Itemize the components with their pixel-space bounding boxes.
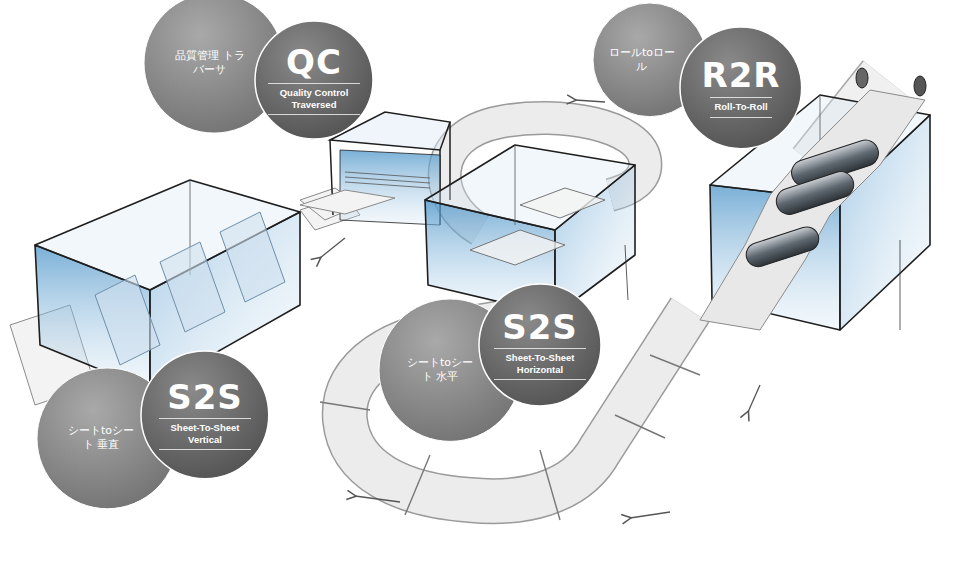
badge-label: シートtoシート 垂直: [63, 424, 139, 453]
process-badge: QCQuality Control Traversed: [254, 20, 374, 140]
text-holder: QCQuality Control Traversed: [254, 20, 374, 140]
badge-title: S2S: [502, 310, 578, 346]
badge-subtitle: Quality Control Traversed: [268, 83, 360, 115]
badge-title: R2R: [701, 58, 780, 94]
badge-label: 品質管理 トラバーサ: [172, 49, 248, 78]
badge-label: ロールtoロール: [604, 46, 680, 75]
text-holder: S2SSheet-To-Sheet Horizontal: [478, 283, 602, 407]
circle-shape: [479, 284, 601, 406]
badge-subtitle: Sheet-To-Sheet Vertical: [159, 418, 251, 450]
badge-subtitle: Roll-To-Roll: [710, 97, 771, 117]
badge-subtitle: Sheet-To-Sheet Horizontal: [494, 348, 586, 380]
badge-title: S2S: [167, 380, 243, 416]
circle-shape: [141, 351, 269, 479]
text-holder: S2SSheet-To-Sheet Vertical: [140, 350, 270, 480]
circle-shape: [680, 27, 802, 149]
badge-title: QC: [286, 45, 342, 81]
process-badge: R2R Roll-To-Roll: [679, 26, 803, 150]
process-badge: S2SSheet-To-Sheet Vertical: [140, 350, 270, 480]
circle-shape: [255, 21, 373, 139]
process-badge: S2SSheet-To-Sheet Horizontal: [478, 283, 602, 407]
badge-label: シートtoシート 水平: [402, 356, 478, 385]
text-holder: R2R Roll-To-Roll: [679, 26, 803, 150]
